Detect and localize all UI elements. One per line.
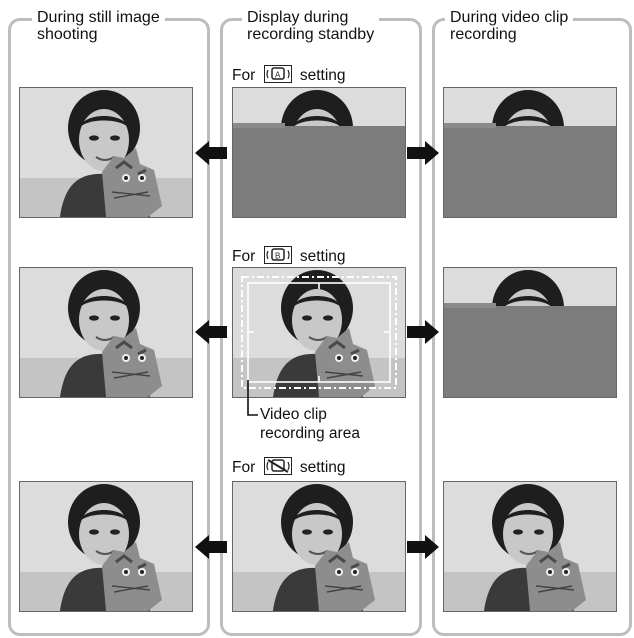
stabilizer-b-icon: B	[264, 246, 292, 264]
arrow-right-icon	[405, 139, 441, 167]
photo-still-row1	[19, 87, 193, 218]
arrow-right-icon	[405, 318, 441, 346]
out-of-area-mask	[233, 126, 405, 217]
recording-area-callout: Video clip recording area	[260, 405, 360, 443]
video-column-heading: During video clip recording	[445, 9, 573, 43]
arrow-left-icon	[193, 139, 229, 167]
setting-label-row1: For A setting	[232, 65, 346, 85]
setting-label-row3: For setting	[232, 457, 346, 477]
photo-standby-row1	[232, 87, 406, 218]
photo-standby-row2	[232, 267, 406, 398]
still-column-heading: During still image shooting	[32, 9, 165, 43]
photo-still-row2	[19, 267, 193, 398]
arrow-left-icon	[193, 533, 229, 561]
svg-text:A: A	[275, 71, 281, 80]
svg-text:B: B	[275, 252, 280, 261]
photo-video-row2	[443, 267, 617, 398]
photo-standby-row3	[232, 481, 406, 612]
out-of-area-mask	[444, 306, 616, 397]
stabilizer-a-icon: A	[264, 65, 292, 83]
callout-leader-line	[240, 380, 260, 420]
arrow-right-icon	[405, 533, 441, 561]
out-of-area-mask	[444, 126, 616, 217]
standby-column-heading: Display during recording standby	[242, 9, 379, 43]
arrow-left-icon	[193, 318, 229, 346]
photo-video-row3	[443, 481, 617, 612]
stabilizer-off-icon	[264, 457, 292, 475]
photo-still-row3	[19, 481, 193, 612]
setting-label-row2: For B setting	[232, 246, 346, 266]
photo-video-row1	[443, 87, 617, 218]
